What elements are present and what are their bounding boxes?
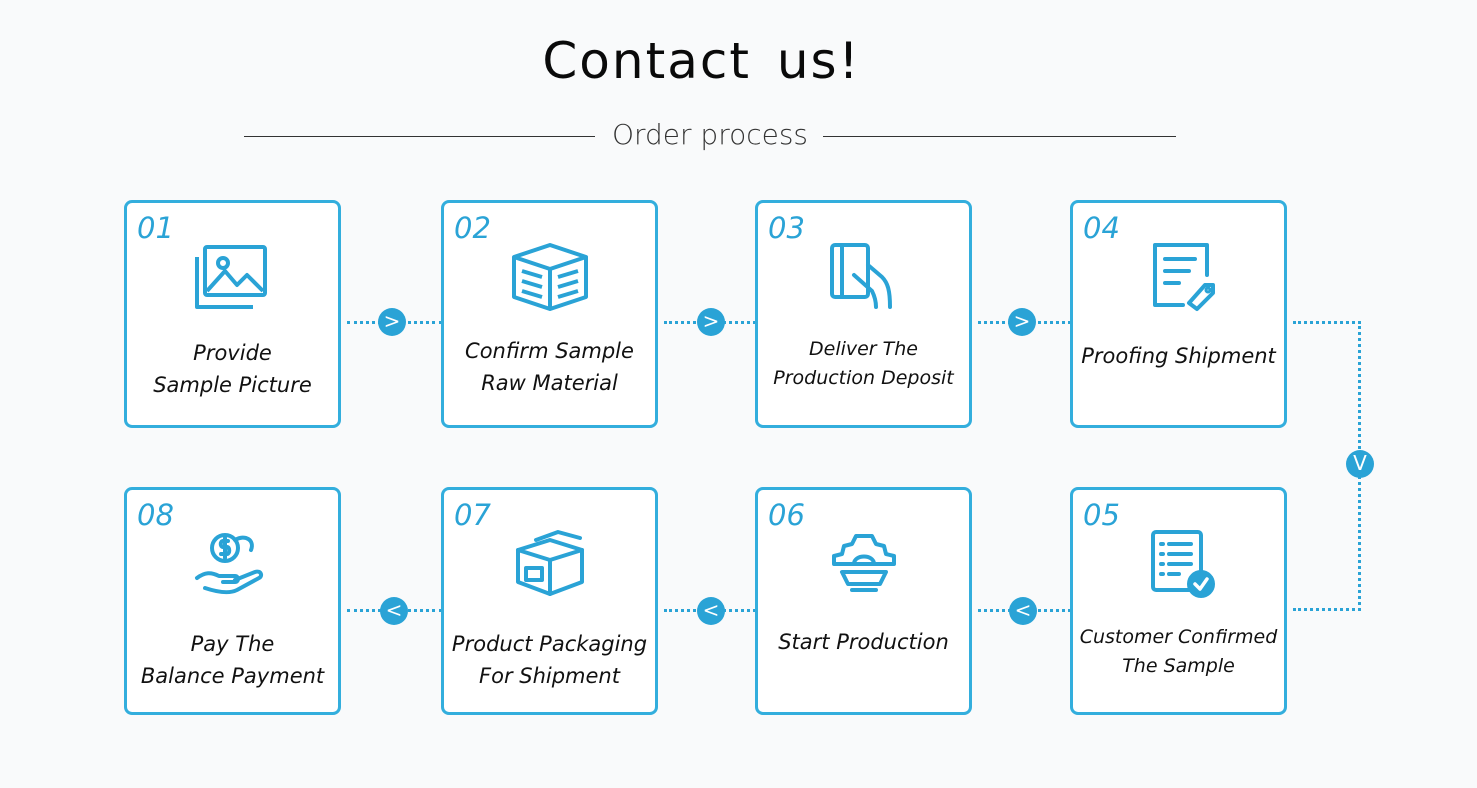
step-card-02: 02 Confirm Sample Raw Material (441, 200, 658, 428)
step-number: 07 (454, 498, 491, 532)
step-card-03: 03 Deliver The Production Deposit (755, 200, 972, 428)
checklist-icon (1139, 528, 1219, 600)
step-label: Start Production (778, 630, 949, 654)
step-card-08: 08 Pay The Balance Payment (124, 487, 341, 715)
subtitle-divider-right (823, 136, 1176, 137)
step-number: 08 (137, 498, 174, 532)
page-title: Contact us! (542, 32, 861, 90)
step-card-04: 04 Proofing Shipment (1070, 200, 1287, 428)
step-number: 02 (454, 211, 491, 245)
arrow-left-icon: < (1009, 597, 1037, 625)
arrow-left-icon: < (380, 597, 408, 625)
arrow-down-icon: V (1346, 450, 1374, 478)
arrow-right-icon: > (1008, 308, 1036, 336)
step-card-05: 05 Customer Confirmed The Sample (1070, 487, 1287, 715)
step-label: Customer Confirmed The Sample (1079, 626, 1278, 677)
step-number: 01 (137, 211, 174, 245)
arrow-left-icon: < (697, 597, 725, 625)
step-number: 04 (1083, 211, 1120, 245)
step-number: 05 (1083, 498, 1120, 532)
step-number: 06 (768, 498, 805, 532)
connector-loop-05 (1293, 608, 1361, 611)
step-label: Product Packaging For Shipment (451, 632, 648, 688)
step-label: Provide Sample Picture (153, 341, 312, 397)
step-label: Proofing Shipment (1081, 344, 1276, 368)
arrow-right-icon: > (697, 308, 725, 336)
picture-icon (193, 241, 273, 313)
step-label: Deliver The Production Deposit (773, 338, 954, 389)
hand-coin-icon (193, 528, 273, 600)
connector-04-loop (1293, 321, 1361, 324)
step-card-07: 07 Product Packaging For Shipment (441, 487, 658, 715)
package-icon (510, 528, 590, 600)
step-number: 03 (768, 211, 805, 245)
subtitle-divider-left (244, 136, 595, 137)
step-card-06: 06 Start Production (755, 487, 972, 715)
gear-machine-icon (824, 528, 904, 600)
material-box-icon (510, 241, 590, 313)
page-subtitle: Order process (611, 118, 809, 151)
step-card-01: 01 Provide Sample Picture (124, 200, 341, 428)
step-label: Pay The Balance Payment (140, 632, 325, 688)
step-label: Confirm Sample Raw Material (465, 339, 634, 395)
arrow-right-icon: > (378, 308, 406, 336)
document-tag-icon (1139, 241, 1219, 313)
card-payment-icon (824, 241, 904, 313)
